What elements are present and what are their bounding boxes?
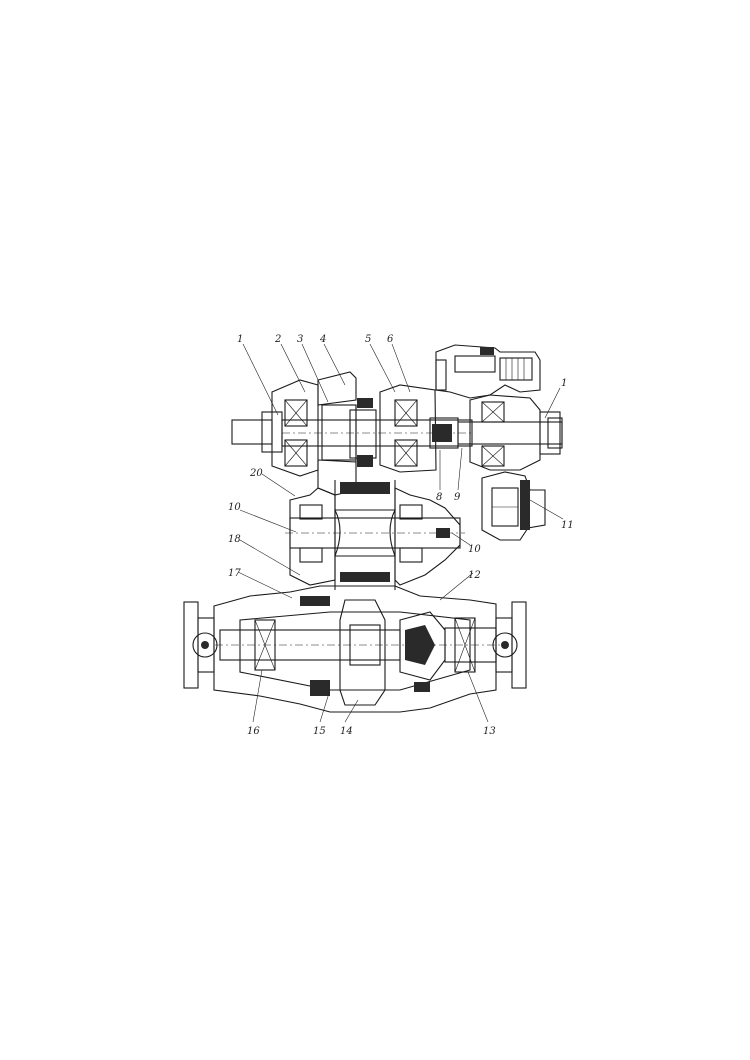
callout-3: 3 (297, 334, 303, 345)
callout-11: 11 (561, 520, 574, 531)
callout-13: 13 (483, 726, 496, 737)
callout-15: 15 (313, 726, 326, 737)
callout-20: 20 (249, 468, 263, 479)
callout-16: 16 (247, 726, 260, 737)
callout-9: 9 (454, 492, 461, 503)
upper-shaft-assembly (231, 344, 563, 496)
callout-10-left: 10 (228, 502, 241, 513)
callout-1-top-left: 1 (237, 334, 243, 345)
lower-axle-assembly (183, 585, 527, 713)
callout-10-right: 10 (468, 544, 481, 555)
intermediate-shaft-assembly (285, 480, 465, 590)
callout-1-right: 1 (561, 378, 567, 389)
callout-5: 5 (365, 334, 371, 345)
callout-18: 18 (228, 534, 241, 545)
callout-12: 12 (468, 570, 481, 581)
callout-labels: 1 2 3 4 5 6 1 20 8 9 11 10 10 18 17 12 1… (228, 334, 574, 737)
callout-8: 8 (436, 492, 442, 503)
callout-17: 17 (228, 568, 241, 579)
leader-lines (237, 343, 564, 723)
callout-14: 14 (340, 726, 353, 737)
callout-4: 4 (319, 334, 326, 345)
callout-6: 6 (387, 334, 394, 345)
right-side-unit (481, 471, 546, 541)
callout-2: 2 (274, 334, 281, 345)
